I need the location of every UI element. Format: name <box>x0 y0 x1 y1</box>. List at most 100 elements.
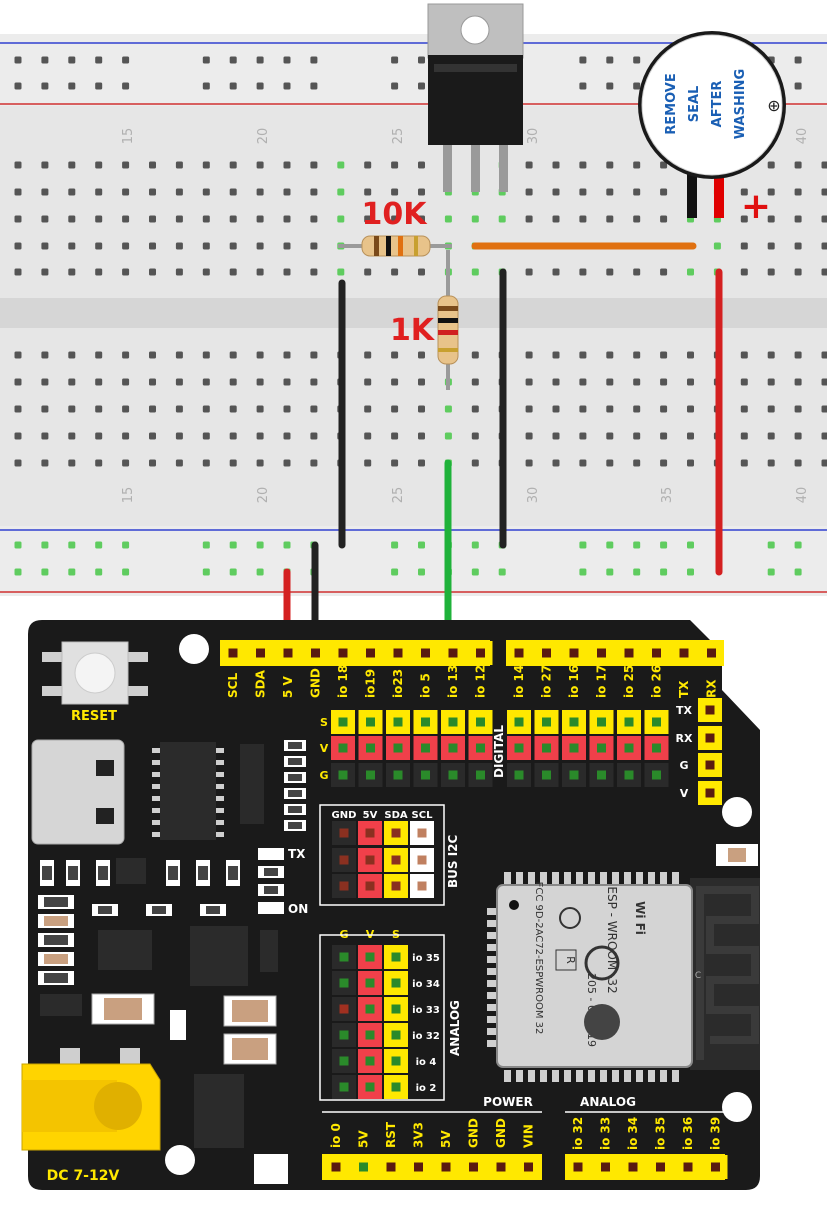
column-number: 30 <box>526 487 541 504</box>
uart-label: TX <box>676 704 693 717</box>
analog-pin-label: io 35 <box>412 953 440 964</box>
buzzer-text-line: AFTER <box>710 81 725 128</box>
power-pin-label: GND <box>467 1118 481 1148</box>
analog-pin-label: io 2 <box>416 1083 437 1094</box>
i2c-header-label: 5V <box>363 810 378 821</box>
analog-pin-label: io 4 <box>416 1057 437 1068</box>
power-label: POWER <box>483 1095 533 1109</box>
buzzer-text-line: WASHING <box>733 69 748 139</box>
i2c-box <box>319 804 445 906</box>
buzzer-text-line: SEAL <box>687 86 702 123</box>
module-fcc-text: FCC 9D-2AC72-ESPWROOM 32 <box>533 882 544 1035</box>
mount-hole <box>722 1092 752 1122</box>
column-number: 15 <box>121 128 136 145</box>
reset-label: RESET <box>71 709 117 724</box>
analog-bottom-pin-label: io 35 <box>654 1117 668 1150</box>
column-number: 40 <box>795 128 810 145</box>
dc-voltage-label: DC 7-12V <box>47 1168 120 1184</box>
row-label: G <box>319 769 328 782</box>
power-pin-label: RST <box>384 1121 398 1148</box>
tx-led-label: TX <box>288 847 306 861</box>
uart-label: V <box>680 787 689 800</box>
column-number: 40 <box>795 487 810 504</box>
esp32-module: FCC 9D-2AC72-ESPWROOM 32 ESP - WROOM -32… <box>487 872 760 1082</box>
analog-bottom-pin-label: io 36 <box>681 1117 695 1150</box>
header-pin-label: io19 <box>364 669 378 698</box>
reset-button[interactable] <box>42 641 148 705</box>
column-number: 30 <box>526 128 541 145</box>
uart-label: RX <box>676 732 693 745</box>
analog-box <box>319 934 445 1101</box>
power-pin-label: GND <box>494 1118 508 1148</box>
resistor-1k-label: 1K <box>390 313 436 348</box>
bottom-power-rail <box>0 526 827 596</box>
header-pin-label: SDA <box>254 669 268 698</box>
header-pin-label: io 12 <box>474 665 488 698</box>
column-number: 25 <box>391 128 406 145</box>
module-r-mark: R <box>564 956 577 964</box>
column-number: 20 <box>256 128 271 145</box>
regulator-chip <box>240 744 264 824</box>
buzzer-polarity-symbol: ⊕ <box>767 96 780 115</box>
header-pin-label: io 5 <box>419 673 433 698</box>
power-pin-label: 5V <box>439 1130 453 1148</box>
transistor <box>427 3 524 192</box>
header-pin-label: io 13 <box>446 665 460 698</box>
mount-hole <box>179 634 209 664</box>
column-number: 35 <box>660 487 675 504</box>
analog-pin-label: io 32 <box>412 1031 440 1042</box>
header-pin-label: io23 <box>391 669 405 698</box>
resistor-10k-label: 10K <box>362 197 429 232</box>
header-pin-label: io 27 <box>540 665 554 698</box>
column-number: 25 <box>391 487 406 504</box>
column-number: 15 <box>121 487 136 504</box>
row-label: V <box>320 742 329 755</box>
mount-hole <box>165 1145 195 1175</box>
analog-bottom-pin-label: io 32 <box>571 1117 585 1150</box>
i2c-header-label: SDA <box>384 810 408 821</box>
power-pin-label: 5V <box>357 1130 371 1148</box>
module-model-text: ESP - WROOM -32 <box>605 886 619 993</box>
buzzer-plus-label: + <box>741 186 771 227</box>
inductor <box>190 926 248 986</box>
usb-c-port <box>31 739 125 845</box>
header-pin-label: io 26 <box>650 665 664 698</box>
analog-pin-label: io 33 <box>412 1005 440 1016</box>
header-pin-label: io 18 <box>336 665 350 698</box>
analog-bottom-pin-label: io 34 <box>626 1117 640 1150</box>
usb-uart-chip <box>160 742 216 840</box>
mount-hole <box>722 797 752 827</box>
analog-bottom-pin-label: io 39 <box>709 1117 723 1150</box>
resistor-10k: 10K <box>338 197 452 257</box>
header-pin-label: io 25 <box>622 665 636 698</box>
column-number: 20 <box>256 487 271 504</box>
header-pin-label: SCL <box>226 673 240 698</box>
analog-label: ANALOG <box>448 1000 462 1056</box>
digital-label: DIGITAL <box>492 725 506 778</box>
power-pin-label: io 0 <box>329 1123 343 1148</box>
i2c-header-label: GND <box>332 810 357 821</box>
header-pin-label: io 17 <box>595 665 609 698</box>
header-pin-label: RX <box>705 679 719 698</box>
module-logo <box>584 1004 620 1040</box>
row-label: S <box>320 716 328 729</box>
header-pin-label: 5 V <box>281 675 295 698</box>
analog-pin-label: io 34 <box>412 979 440 990</box>
header-pin-label: io 16 <box>567 665 581 698</box>
header-pin-label: TX <box>677 680 691 698</box>
analog-bottom-label: ANALOG <box>580 1095 636 1109</box>
center-channel <box>0 298 827 328</box>
header-pin-label: io 14 <box>512 665 526 698</box>
uart-label: G <box>679 759 688 772</box>
resistor-1k: 1K <box>390 250 459 390</box>
antenna-c-label: C <box>695 971 701 981</box>
i2c-header-label: SCL <box>412 810 434 821</box>
analog-bottom-pin-label: io 33 <box>599 1117 613 1150</box>
i2c-bus-label: BUS I2C <box>446 834 460 888</box>
power-pin-label: VIN <box>522 1124 536 1148</box>
header-pin-label: GND <box>309 668 323 698</box>
ce-mark <box>584 945 620 981</box>
